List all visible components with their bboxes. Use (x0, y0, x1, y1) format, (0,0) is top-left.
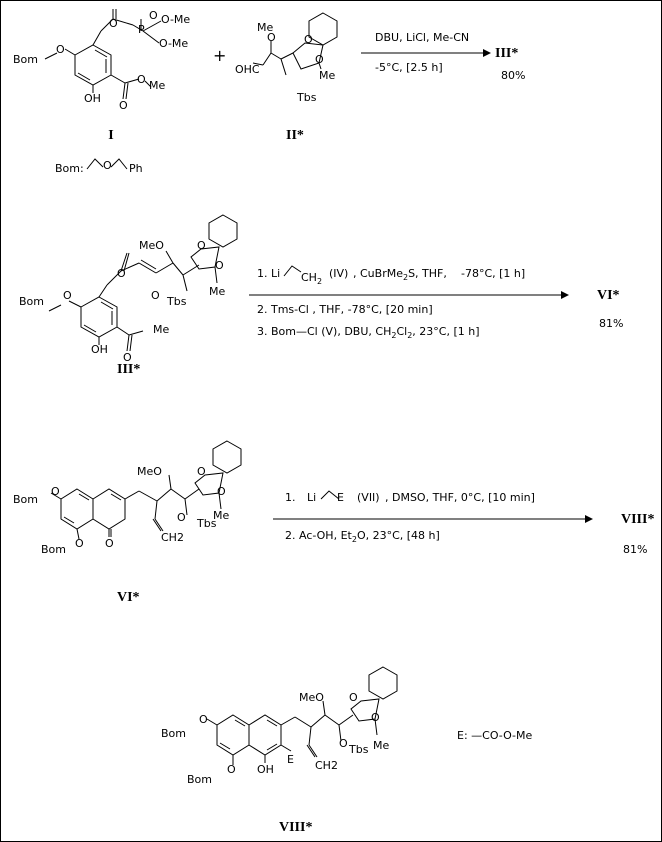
ester-O: O (119, 99, 128, 112)
bom-group: Bom (13, 53, 38, 66)
tbs-group: Tbs (196, 517, 217, 530)
dioxolane-O: O (349, 691, 358, 704)
ether-O: O (63, 289, 72, 302)
ether-O: O (51, 485, 60, 498)
step1-product: III* (495, 46, 518, 61)
bom-group: Bom (161, 727, 186, 740)
bom-group: Bom (187, 773, 212, 786)
step2-yield: 81% (599, 317, 623, 330)
step3-yield: 81% (623, 543, 647, 556)
bom-group: Bom (41, 543, 66, 556)
ketone-O: O (117, 267, 126, 280)
ether-O: O (227, 763, 236, 776)
tbs-group: Tbs (166, 295, 187, 308)
compound-III-label: III* (117, 362, 140, 377)
dioxolane-O: O (215, 259, 224, 272)
step1-yield: 80% (501, 69, 525, 82)
reagent-IV-ref: (IV) (329, 267, 348, 280)
svg-text:, DMSO, THF, 0°C, [10 min]: , DMSO, THF, 0°C, [10 min] (385, 491, 535, 504)
step1-conditions-top: DBU, LiCl, Me-CN (375, 31, 469, 44)
ester-O: O (123, 351, 132, 364)
methyl-group: Me (319, 69, 335, 82)
dioxolane-O: O (197, 465, 206, 478)
methyl-group: Me (373, 739, 389, 752)
step2-reagent-2: 2. Tms-Cl , THF, -78°C, [20 min] (257, 303, 433, 316)
dioxolane-O: O (304, 33, 313, 46)
hydroxyl-OH: OH (257, 763, 274, 776)
bom-definition: Bom: O Ph (55, 158, 143, 175)
lactone-O: O (105, 537, 114, 550)
ether-O: O (75, 537, 84, 550)
dioxolane-O: O (371, 711, 380, 724)
methyl-group: Me (209, 285, 225, 298)
compound-VI-label: VI* (117, 590, 140, 605)
ether-O: O (56, 43, 65, 56)
ester-E: E (337, 491, 344, 504)
silyl-ether-O: O (151, 289, 160, 302)
vinyl-CH2: CH2 (301, 271, 322, 286)
methoxy-Me: Me (257, 21, 273, 34)
methoxy-MeO: MeO (139, 239, 164, 252)
compound-III-structure: MeO O O O Tbs Me Bom O O O Me OH (19, 214, 238, 364)
e-definition: E: —CO-O-Me (457, 729, 532, 742)
methoxy-O: O (267, 31, 276, 44)
compound-VI-structure: MeO O O O Tbs Me Bom O Bom O O CH2 (13, 440, 242, 556)
silyl-ether-O: O (177, 511, 186, 524)
svg-text:1. Li: 1. Li (257, 267, 280, 280)
carbonyl-O: O (109, 17, 118, 30)
compound-VIII-label: VIII* (279, 820, 312, 835)
bom-O: O (103, 159, 112, 172)
tbs-group: Tbs (348, 743, 369, 756)
step3-product: VIII* (621, 512, 654, 527)
dioxolane-O: O (197, 239, 206, 252)
compound-I-structure: O O P O-Me O-Me Bom O O OH O Me (13, 9, 190, 112)
bom-group: Bom (13, 493, 38, 506)
step3-reagent-1: 1. Li E (VII) , DMSO, THF, 0°C, [10 min] (285, 490, 535, 504)
svg-text:2. Ac-OH, Et2O, 23°C, [48 h]: 2. Ac-OH, Et2O, 23°C, [48 h] (285, 529, 440, 544)
compound-I-label: I (108, 128, 113, 143)
svg-text:3. Bom—Cl (V), DBU, CH2Cl2, 23: 3. Bom—Cl (V), DBU, CH2Cl2, 23°C, [1 h] (257, 325, 480, 340)
O-Me-group: O-Me (161, 13, 190, 26)
compound-II-label: II* (286, 128, 304, 143)
step3-reagent-2: 2. Ac-OH, Et2O, 23°C, [48 h] (285, 529, 440, 544)
bom-Ph: Ph (129, 162, 143, 175)
vinyl-CH2: CH2 (315, 759, 338, 772)
aldehyde-OHC: OHC (235, 63, 260, 76)
svg-text:-78°C, [1 h]: -78°C, [1 h] (461, 267, 525, 280)
step1-conditions-bottom: -5°C, [2.5 h] (375, 61, 443, 74)
plus-sign: + (213, 46, 226, 65)
svg-text:1.: 1. (285, 491, 296, 504)
compound-II-structure: O O Me OHC O Tbs Me (235, 12, 338, 104)
step2-reagent-3: 3. Bom—Cl (V), DBU, CH2Cl2, 23°C, [1 h] (257, 325, 480, 340)
hydroxyl-OH: OH (84, 92, 101, 105)
step2-product: VI* (597, 288, 620, 303)
ether-O: O (199, 713, 208, 726)
bom-prefix: Bom: (55, 162, 84, 175)
reagent-VII-ref: (VII) (357, 491, 380, 504)
methoxy-MeO: MeO (137, 465, 162, 478)
step2-reagent-1: 1. Li CH2 (IV) , CuBrMe2S, THF, -78°C, [… (257, 265, 525, 286)
phosphorus: P (138, 23, 145, 36)
ester-E: E (287, 753, 294, 766)
vinyl-CH2: CH2 (161, 531, 184, 544)
phosphonyl-O: O (149, 9, 158, 22)
hydroxyl-OH: OH (91, 343, 108, 356)
silyl-ether-O: O (339, 737, 348, 750)
O-Me-group: O-Me (159, 37, 188, 50)
dioxolane-O: O (315, 53, 324, 66)
svg-text:Li: Li (307, 491, 316, 504)
compound-VIII-structure: MeO O O O Tbs Me Bom O Bom O OH E CH2 (161, 666, 398, 786)
tbs-group: Tbs (296, 91, 317, 104)
methyl-group: Me (153, 323, 169, 336)
bom-group: Bom (19, 295, 44, 308)
dioxolane-O: O (217, 485, 226, 498)
svg-text:, CuBrMe2S, THF,: , CuBrMe2S, THF, (353, 267, 447, 282)
methoxy-MeO: MeO (299, 691, 324, 704)
methyl-group: Me (149, 79, 165, 92)
methyl-group: Me (213, 509, 229, 522)
ester-O: O (137, 73, 146, 86)
